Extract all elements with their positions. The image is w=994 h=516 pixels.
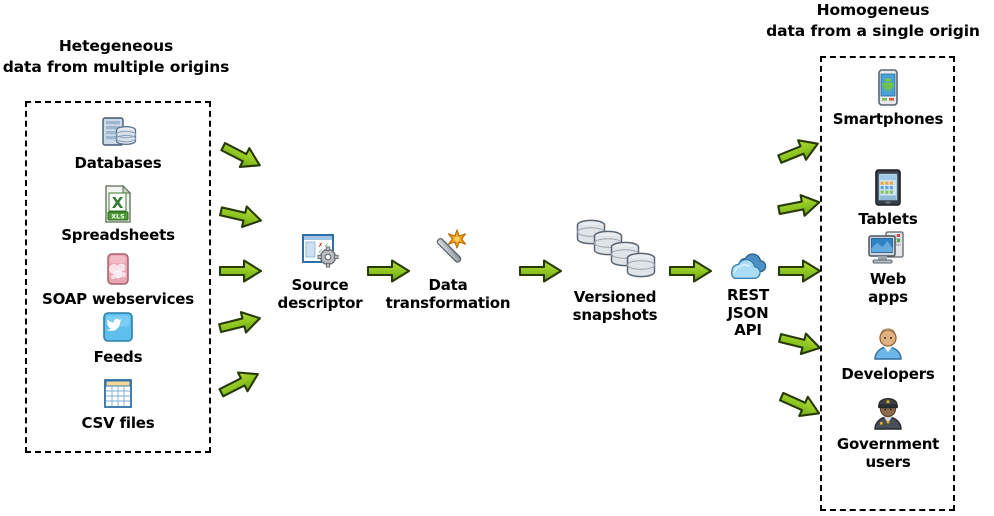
developer-person-icon [871, 325, 905, 363]
source-label: Spreadsheets [61, 226, 175, 244]
twitter-feed-icon [100, 310, 136, 346]
csv-table-icon [100, 376, 136, 412]
consumer-node-smartphones: Smartphones [808, 68, 968, 129]
database-server-icon [98, 112, 138, 152]
soap-bar-icon [99, 250, 137, 288]
consumer-label: Developers [841, 365, 935, 383]
flow-arrow-snapshots-to-api [668, 258, 714, 288]
source-node-soap-webservices: SOAP webservices [28, 250, 208, 309]
flow-arrow-sources-1 [214, 134, 269, 182]
consumer-label: Tablets [858, 210, 918, 228]
sources-group-box [25, 101, 211, 453]
flow-arrow-consumers-3 [777, 258, 823, 288]
consumer-node-tablets: Tablets [808, 168, 968, 229]
source-label: SOAP webservices [42, 290, 194, 308]
consumers-group-box [820, 56, 955, 511]
right-heading: Homogeneus data from a single origin [766, 1, 980, 40]
database-stack-icon [572, 216, 658, 286]
flow-arrow-sources-2 [215, 198, 267, 238]
government-officer-icon [871, 395, 905, 433]
flow-arrow-sources-5 [214, 361, 269, 409]
pipeline-node-source-descriptor: ✗ ✓ ✓ ✗ ✗ ✓ [270, 230, 370, 312]
pipeline-node-rest-json-api: REST JSON API [706, 248, 790, 340]
pipeline-label: Data transformation [385, 276, 511, 312]
consumer-label: Government users [836, 435, 940, 471]
source-node-databases: Databases [28, 112, 208, 173]
xls-spreadsheet-icon: X XLS [101, 184, 135, 224]
flow-arrow-consumers-5 [773, 384, 827, 430]
flow-arrow-consumers-2 [775, 189, 826, 227]
consumer-node-web-apps: Web apps [808, 228, 968, 306]
svg-text:✗: ✗ [318, 242, 323, 249]
consumer-label: Smartphones [832, 110, 944, 128]
pipeline-node-versioned-snapshots: Versioned snapshots [545, 216, 685, 324]
desktop-monitor-icon [866, 228, 910, 268]
flow-arrow-sources-3 [218, 258, 264, 288]
consumer-label: Web apps [868, 270, 908, 306]
consumer-node-developers: Developers [808, 325, 968, 384]
svg-text:X: X [112, 194, 124, 212]
consumer-node-government-users: Government users [808, 395, 968, 471]
source-node-feeds: Feeds [28, 310, 208, 367]
source-label: Feeds [93, 348, 143, 366]
flow-arrow-consumers-1 [773, 130, 827, 175]
left-heading: Hetegeneous data from multiple origins [2, 37, 230, 76]
source-label: CSV files [81, 414, 155, 432]
pipeline-node-data-transformation: Data transformation [378, 226, 518, 312]
source-node-spreadsheets: X XLS Spreadsheets [28, 184, 208, 245]
tablet-icon [871, 168, 905, 208]
flow-arrow-sources-4 [215, 305, 267, 345]
source-node-csv-files: CSV files [28, 376, 208, 433]
flow-arrow-transformation-to-snapshots [518, 258, 564, 288]
svg-text:✓: ✓ [318, 248, 323, 255]
pipeline-label: REST JSON API [726, 286, 770, 340]
android-smartphone-icon [873, 68, 903, 108]
cloud-icon [723, 248, 773, 284]
magic-wand-icon [424, 226, 472, 274]
source-label: Databases [74, 154, 162, 172]
svg-text:✓: ✓ [324, 242, 329, 249]
pipeline-label: Versioned snapshots [572, 288, 658, 324]
flow-arrow-descriptor-to-transformation [366, 258, 412, 288]
checklist-gear-icon: ✗ ✓ ✓ ✗ ✗ ✓ [298, 230, 342, 274]
flow-arrow-consumers-4 [774, 325, 826, 365]
svg-text:XLS: XLS [111, 213, 125, 220]
pipeline-label: Source descriptor [277, 276, 363, 312]
